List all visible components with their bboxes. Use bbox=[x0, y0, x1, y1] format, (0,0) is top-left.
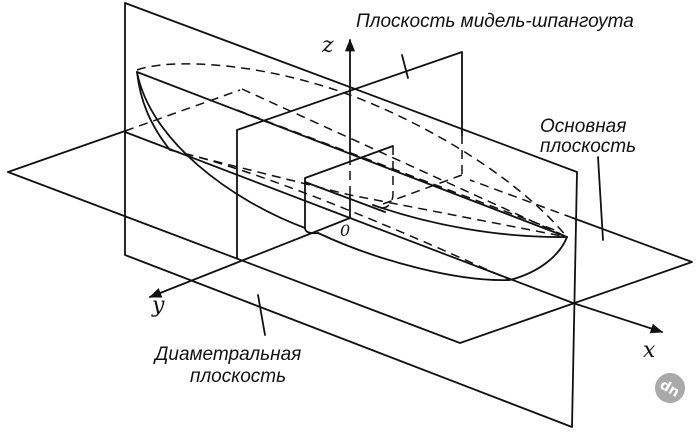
base-plane-leader bbox=[597, 156, 604, 241]
y-axis bbox=[148, 217, 351, 298]
origin-label: 0 bbox=[340, 221, 350, 240]
hull bbox=[136, 63, 568, 282]
midship-plane-label: Плоскость мидель-шпангоута bbox=[356, 11, 634, 32]
y-axis-label: y bbox=[151, 293, 165, 318]
base-plane bbox=[7, 89, 693, 344]
centerline-plane-label-1: Диаметральная bbox=[153, 344, 301, 365]
base-plane-label-2: плоскость bbox=[540, 136, 636, 157]
midship-leader bbox=[401, 54, 409, 79]
x-axis-label: x bbox=[643, 338, 656, 363]
axes bbox=[124, 38, 664, 334]
centerline-leader bbox=[257, 294, 266, 336]
base-plane-label-1: Основная bbox=[540, 116, 626, 137]
watermark-logo: dn bbox=[655, 373, 685, 403]
x-axis bbox=[349, 217, 664, 334]
z-axis-label: z bbox=[321, 33, 334, 58]
centerline-plane bbox=[124, 2, 578, 428]
centerline-plane-label-2: плоскость bbox=[190, 366, 286, 387]
